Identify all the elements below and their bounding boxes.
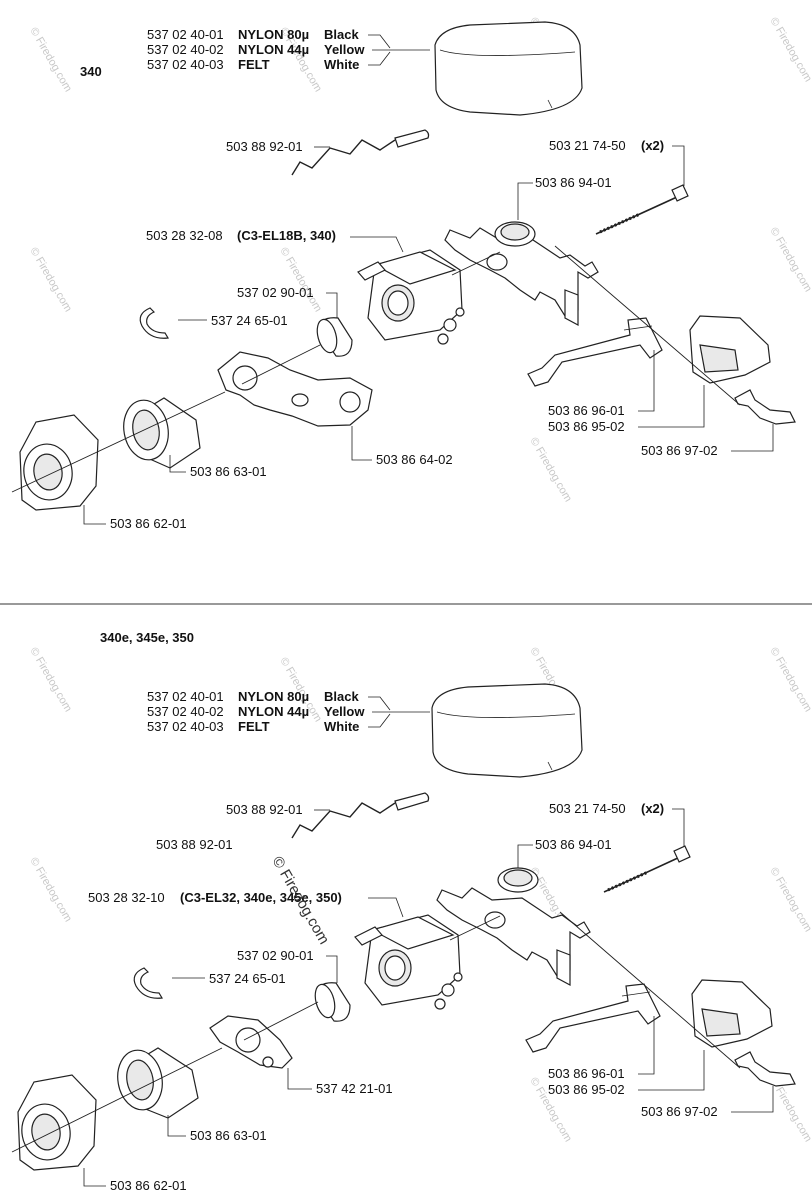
- watermark: © Firedog.com: [27, 246, 74, 315]
- watermark: © Firedog.com: [767, 226, 812, 295]
- flange-icon: [209, 1015, 293, 1069]
- lever-icon: [525, 983, 661, 1053]
- filter-material: FELT: [238, 719, 270, 734]
- lever-icon: [527, 317, 663, 387]
- part-label: 503 86 63-01: [190, 464, 267, 479]
- filter-table: 537 02 40-01 NYLON 80µ Black 537 02 40-0…: [147, 27, 430, 72]
- carburetor-icon: [357, 249, 465, 345]
- carb-note: (C3-EL18B, 340): [237, 228, 336, 243]
- assembly-axis: [11, 911, 741, 1153]
- ring-icon: [316, 317, 353, 357]
- choke-rod-icon: [291, 129, 430, 176]
- watermark: © Firedog.com: [767, 866, 812, 935]
- model-label: 340e, 345e, 350: [100, 630, 194, 645]
- shutter-icon: [691, 979, 773, 1048]
- watermark: © Firedog.com: [27, 646, 74, 715]
- filter-color: Yellow: [324, 42, 365, 57]
- base-plate-icon: [17, 1074, 97, 1171]
- watermark: © Firedog.com: [277, 246, 324, 315]
- air-filter-icon: [434, 21, 583, 116]
- part-label: 503 88 92-01: [226, 802, 303, 817]
- ring-icon: [314, 982, 351, 1022]
- filter-pn: 537 02 40-01: [147, 27, 224, 42]
- part-label: 503 86 95-02: [548, 1082, 625, 1097]
- carb-note: (C3-EL32, 340e, 345e, 350): [180, 890, 342, 905]
- filter-material: NYLON 44µ: [238, 42, 309, 57]
- part-qty: (x2): [641, 801, 664, 816]
- part-label: 503 86 97-02: [641, 443, 718, 458]
- filter-pn: 537 02 40-02: [147, 42, 224, 57]
- intake-boot-icon: [117, 1047, 199, 1119]
- filter-pn: 537 02 40-03: [147, 719, 224, 734]
- carburetor-icon: [354, 914, 463, 1010]
- shutter-icon: [689, 315, 771, 384]
- watermark: © Firedog.com: [27, 26, 74, 95]
- part-label: 537 02 90-01: [237, 285, 314, 300]
- part-label: 503 21 74-50: [549, 138, 626, 153]
- filter-color: Black: [324, 689, 359, 704]
- part-label: 503 28 32-10: [88, 890, 165, 905]
- choke-rod-icon: [291, 792, 430, 839]
- holder-icon: [436, 867, 591, 987]
- watermark: © Firedog.com: [767, 646, 812, 715]
- filter-pn: 537 02 40-03: [147, 57, 224, 72]
- part-label: 537 02 90-01: [237, 948, 314, 963]
- part-label: 503 86 94-01: [535, 837, 612, 852]
- section-top: 340 537 02 40-01 NYLON 80µ Black 537 02 …: [11, 21, 796, 531]
- part-label: 503 86 64-02: [376, 452, 453, 467]
- part-label: 503 28 32-08: [146, 228, 223, 243]
- watermark: © Firedog.com: [767, 16, 812, 85]
- part-label: 503 86 62-01: [110, 1178, 187, 1193]
- part-label: 503 86 63-01: [190, 1128, 267, 1143]
- part-label: 503 86 96-01: [548, 403, 625, 418]
- filter-color: White: [324, 719, 359, 734]
- filter-material: FELT: [238, 57, 270, 72]
- filter-pn: 537 02 40-02: [147, 704, 224, 719]
- part-label: 503 86 94-01: [535, 175, 612, 190]
- screw-icon: [603, 845, 691, 893]
- clip-icon: [133, 967, 163, 999]
- part-label: 503 21 74-50: [549, 801, 626, 816]
- part-label: 537 24 65-01: [209, 971, 286, 986]
- filter-material: NYLON 44µ: [238, 704, 309, 719]
- holder-icon: [444, 221, 599, 327]
- filter-material: NYLON 80µ: [238, 689, 309, 704]
- filter-color: White: [324, 57, 359, 72]
- filter-color: Yellow: [324, 704, 365, 719]
- part-label: 503 88 92-01: [156, 837, 233, 852]
- part-label: 537 24 65-01: [211, 313, 288, 328]
- part-label: 503 86 96-01: [548, 1066, 625, 1081]
- filter-table: 537 02 40-01 NYLON 80µ Black 537 02 40-0…: [147, 689, 430, 734]
- screw-icon: [595, 184, 689, 235]
- clip-icon: [139, 307, 169, 339]
- model-label: 340: [80, 64, 102, 79]
- filter-material: NYLON 80µ: [238, 27, 309, 42]
- part-label: 503 86 95-02: [548, 419, 625, 434]
- part-label: 503 86 62-01: [110, 516, 187, 531]
- watermark: © Firedog.com: [527, 436, 574, 505]
- watermark: © Firedog.com: [27, 856, 74, 925]
- spring-icon: [734, 389, 796, 425]
- air-filter-icon: [431, 683, 583, 778]
- intake-boot-icon: [123, 397, 201, 469]
- part-label: 503 86 97-02: [641, 1104, 718, 1119]
- spring-icon: [734, 1051, 796, 1087]
- filter-color: Black: [324, 27, 359, 42]
- flange-icon: [217, 351, 373, 427]
- part-label: 537 42 21-01: [316, 1081, 393, 1096]
- assembly-axis: [11, 245, 741, 493]
- base-plate-icon: [19, 414, 99, 511]
- filter-pn: 537 02 40-01: [147, 689, 224, 704]
- part-qty: (x2): [641, 138, 664, 153]
- part-label: 503 88 92-01: [226, 139, 303, 154]
- section-bottom: 340e, 345e, 350 537 02 40-01 NYLON 80µ B…: [11, 630, 796, 1193]
